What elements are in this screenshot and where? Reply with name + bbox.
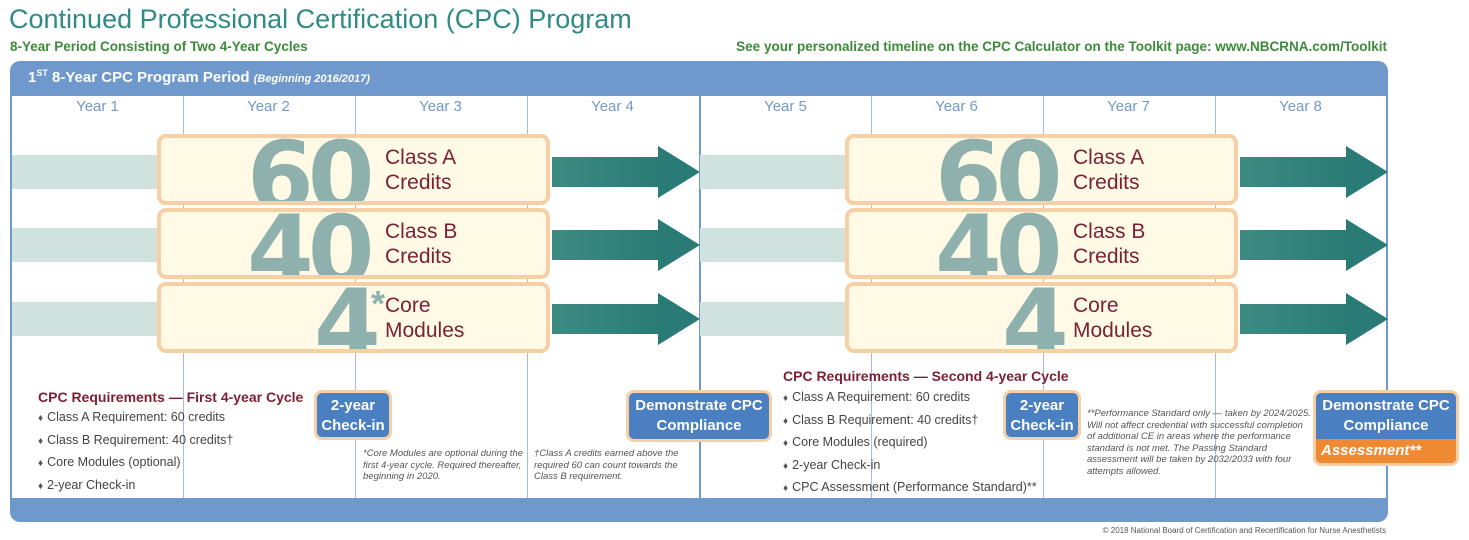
- first-cycle-requirements-heading: CPC Requirements — First 4-year Cycle: [38, 389, 304, 405]
- two-year-checkin-badge: 2-year Check-in: [1003, 390, 1081, 440]
- page-title: Continued Professional Certification (CP…: [9, 4, 632, 34]
- credit-number: 4: [314, 282, 381, 353]
- lead-band: [12, 155, 162, 189]
- demonstrate-compliance-assessment-badge: Demonstrate CPC Compliance Assessment**: [1313, 390, 1459, 466]
- credit-number: 4: [1002, 282, 1069, 353]
- lead-band: [12, 302, 162, 336]
- list-item: Core Modules (required): [783, 432, 1037, 455]
- right-arrow-icon: [1240, 219, 1388, 271]
- second-cycle-requirements-list: Class A Requirement: 60 credits Class B …: [783, 387, 1037, 500]
- list-item: Class A Requirement: 60 credits: [38, 407, 233, 430]
- year-6-header: Year 6: [935, 98, 978, 115]
- year-8-header: Year 8: [1279, 98, 1322, 115]
- credit-number: 40: [247, 208, 375, 279]
- year-3-header: Year 3: [419, 98, 462, 115]
- toolkit-note: See your personalized timeline on the CP…: [736, 39, 1387, 54]
- list-item: 2-year Check-in: [783, 455, 1037, 478]
- first-cycle-requirements-list: Class A Requirement: 60 credits Class B …: [38, 407, 233, 497]
- right-arrow-icon: [552, 146, 700, 198]
- list-item: Class B Requirement: 40 credits†: [783, 410, 1037, 433]
- asterisk-marker: *: [371, 283, 386, 324]
- right-arrow-icon: [1240, 146, 1388, 198]
- year-4-header: Year 4: [591, 98, 634, 115]
- credit-number: 60: [935, 134, 1063, 205]
- lead-band: [12, 228, 162, 262]
- right-arrow-icon: [1240, 293, 1388, 345]
- list-item: Core Modules (optional): [38, 452, 233, 475]
- year-2-header: Year 2: [247, 98, 290, 115]
- year-5-header: Year 5: [764, 98, 807, 115]
- cycle-divider: [699, 96, 701, 498]
- second-cycle-requirements-heading: CPC Requirements — Second 4-year Cycle: [783, 368, 1069, 384]
- lead-band: [700, 302, 850, 336]
- lead-band: [700, 155, 850, 189]
- period-title: 1ST 8-Year CPC Program Period (Beginning…: [28, 68, 370, 86]
- list-item: Class A Requirement: 60 credits: [783, 387, 1037, 410]
- period-label: 8-Year CPC Program Period: [47, 69, 254, 86]
- performance-standard-note: **Performance Standard only — taken by 2…: [1087, 408, 1311, 477]
- page-subtitle: 8-Year Period Consisting of Two 4-Year C…: [10, 39, 308, 54]
- year-7-header: Year 7: [1107, 98, 1150, 115]
- assessment-label: Assessment**: [1316, 439, 1456, 463]
- right-arrow-icon: [552, 293, 700, 345]
- credit-number: 60: [247, 134, 375, 205]
- list-item: CPC Assessment (Performance Standard)**: [783, 477, 1037, 500]
- period-number: 1: [28, 69, 37, 86]
- list-item: 2-year Check-in: [38, 475, 233, 498]
- period-ordinal: ST: [36, 68, 48, 78]
- demonstrate-compliance-badge: Demonstrate CPC Compliance: [626, 390, 772, 442]
- copyright: © 2018 National Board of Certification a…: [1102, 526, 1386, 535]
- period-note: (Beginning 2016/2017): [253, 73, 370, 85]
- lead-band: [700, 228, 850, 262]
- two-year-checkin-badge: 2-year Check-in: [314, 390, 392, 440]
- class-a-note: †Class A credits earned above the requir…: [534, 448, 679, 482]
- right-arrow-icon: [552, 219, 700, 271]
- core-modules-note: *Core Modules are optional during the fi…: [363, 448, 524, 482]
- list-item: Class B Requirement: 40 credits†: [38, 430, 233, 453]
- credit-number: 40: [935, 208, 1063, 279]
- year-1-header: Year 1: [76, 98, 119, 115]
